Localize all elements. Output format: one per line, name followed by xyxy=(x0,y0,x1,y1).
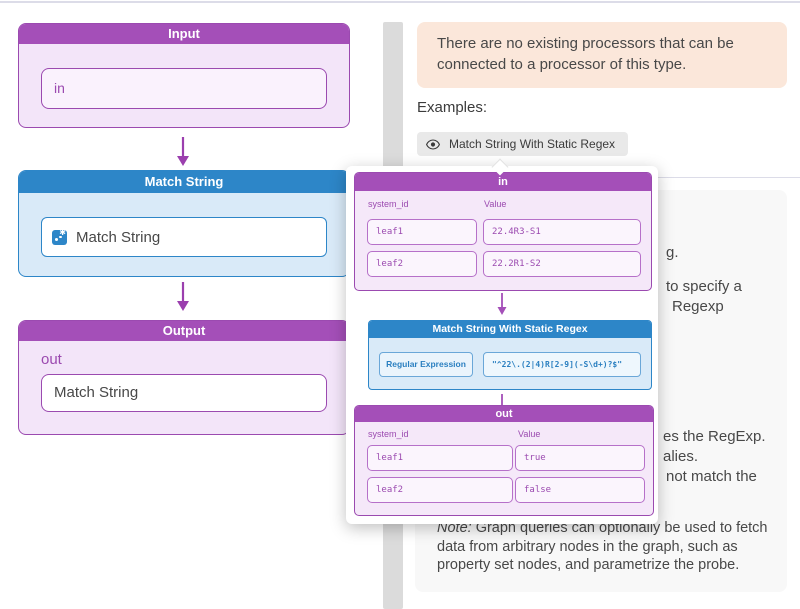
table-cell: 22.2R1-S2 xyxy=(483,251,641,277)
example-button-label: Match String With Static Regex xyxy=(449,137,616,151)
arrow-down-icon xyxy=(174,137,192,172)
note-line-2: data from arbitrary nodes in the graph, … xyxy=(437,538,738,555)
clipped-text-line: g. xyxy=(666,244,679,261)
top-border xyxy=(0,1,800,3)
popup-output-table: out system_id Value leaf1 true leaf2 fal… xyxy=(354,405,654,516)
table-cell: leaf2 xyxy=(367,477,513,503)
input-port-field[interactable]: in xyxy=(41,68,327,109)
processor-node[interactable]: Match String ✱ Match String xyxy=(18,170,350,277)
popup-processor-box: Match String With Static Regex Regular E… xyxy=(368,320,652,390)
note-prefix: Note: xyxy=(437,520,472,536)
regex-param-value: "^22\.(2|4)R[2-9](-S\d+)?$" xyxy=(483,352,641,377)
regex-param-label: Regular Expression xyxy=(379,352,473,377)
examples-heading: Examples: xyxy=(417,99,488,116)
column-header-system-id: system_id xyxy=(368,429,409,439)
column-header-system-id: system_id xyxy=(368,199,409,209)
popup-input-table-title: in xyxy=(355,173,651,191)
output-port-label: out xyxy=(41,351,62,368)
clipped-text-line: to specify a xyxy=(666,278,742,295)
popup-processor-title: Match String With Static Regex xyxy=(369,321,651,338)
no-processors-notice: There are no existing processors that ca… xyxy=(417,22,787,88)
clipped-text-line: alies. xyxy=(663,448,699,465)
arrow-down-icon xyxy=(174,282,192,317)
output-node-title: Output xyxy=(19,321,349,341)
note-paragraph: Note: Graph queries can optionally be us… xyxy=(437,519,777,575)
table-cell: leaf1 xyxy=(367,219,477,245)
input-node[interactable]: Input in xyxy=(18,23,350,128)
table-cell: leaf1 xyxy=(367,445,513,471)
clipped-text-line: not match the xyxy=(666,468,757,485)
clipped-text-line: es the RegExp. xyxy=(663,428,766,445)
column-header-value: Value xyxy=(518,429,541,439)
eye-icon xyxy=(426,138,440,150)
note-line-3: property set nodes, and parametrize the … xyxy=(437,557,740,573)
output-port-field[interactable]: Match String xyxy=(41,374,327,412)
clipped-text-line: Regexp xyxy=(672,298,724,315)
table-cell: leaf2 xyxy=(367,251,477,277)
popup-input-table: in system_id Value leaf1 22.4R3-S1 leaf2… xyxy=(354,172,652,291)
processor-node-title: Match String xyxy=(19,171,349,193)
column-header-value: Value xyxy=(484,199,507,209)
example-preview-popup: in system_id Value leaf1 22.4R3-S1 leaf2… xyxy=(346,166,658,524)
table-cell: 22.4R3-S1 xyxy=(483,219,641,245)
input-node-title: Input xyxy=(19,24,349,44)
note-line-1: Graph queries can optionally be used to … xyxy=(471,520,768,536)
table-cell: false xyxy=(515,477,645,503)
processor-field-label: Match String xyxy=(76,228,161,246)
table-cell: true xyxy=(515,445,645,471)
processor-field[interactable]: ✱ Match String xyxy=(41,217,327,257)
arrow-down-icon xyxy=(495,293,509,322)
match-string-icon: ✱ xyxy=(52,228,67,245)
popup-output-table-title: out xyxy=(355,406,653,422)
example-button[interactable]: Match String With Static Regex xyxy=(417,132,629,156)
output-node[interactable]: Output out Match String xyxy=(18,320,350,435)
